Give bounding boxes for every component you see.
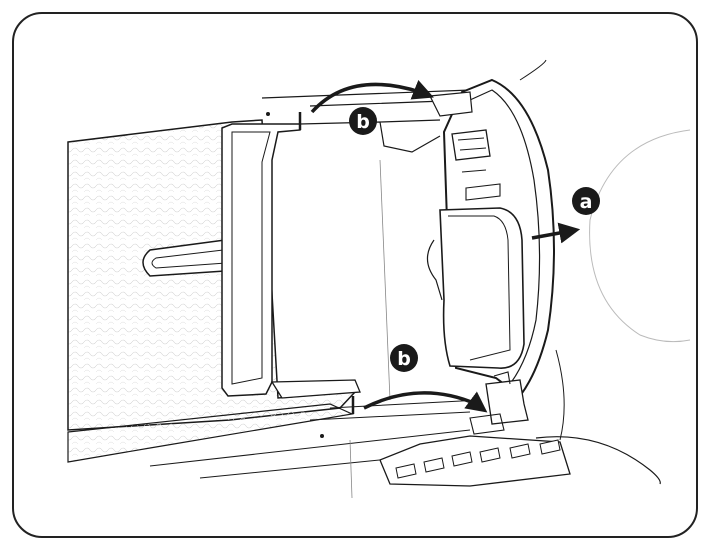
bottom-strip	[67, 403, 355, 463]
bottom-hinge	[485, 379, 529, 425]
callout-a: a	[572, 187, 600, 215]
callout-b-bottom-label: b	[397, 348, 411, 370]
callout-b-bottom-badge-icon	[390, 344, 418, 372]
callout-b-top-badge-icon	[349, 107, 377, 135]
callout-b-top: b	[349, 107, 377, 135]
callout-b-bottom: b	[390, 344, 418, 372]
drawer-frame	[221, 123, 301, 397]
callout-a-badge-icon	[572, 187, 600, 215]
background-curve	[589, 129, 691, 343]
callout-b-top-label: b	[356, 111, 370, 133]
handle	[142, 237, 241, 277]
counter-surface	[519, 59, 547, 81]
top-hinge	[451, 129, 491, 161]
cover-compartment	[439, 207, 525, 369]
callout-a-label: a	[580, 191, 593, 213]
arrow-b-top	[310, 80, 434, 114]
arrow-a	[531, 222, 581, 244]
arrow-b-bottom	[363, 391, 488, 413]
